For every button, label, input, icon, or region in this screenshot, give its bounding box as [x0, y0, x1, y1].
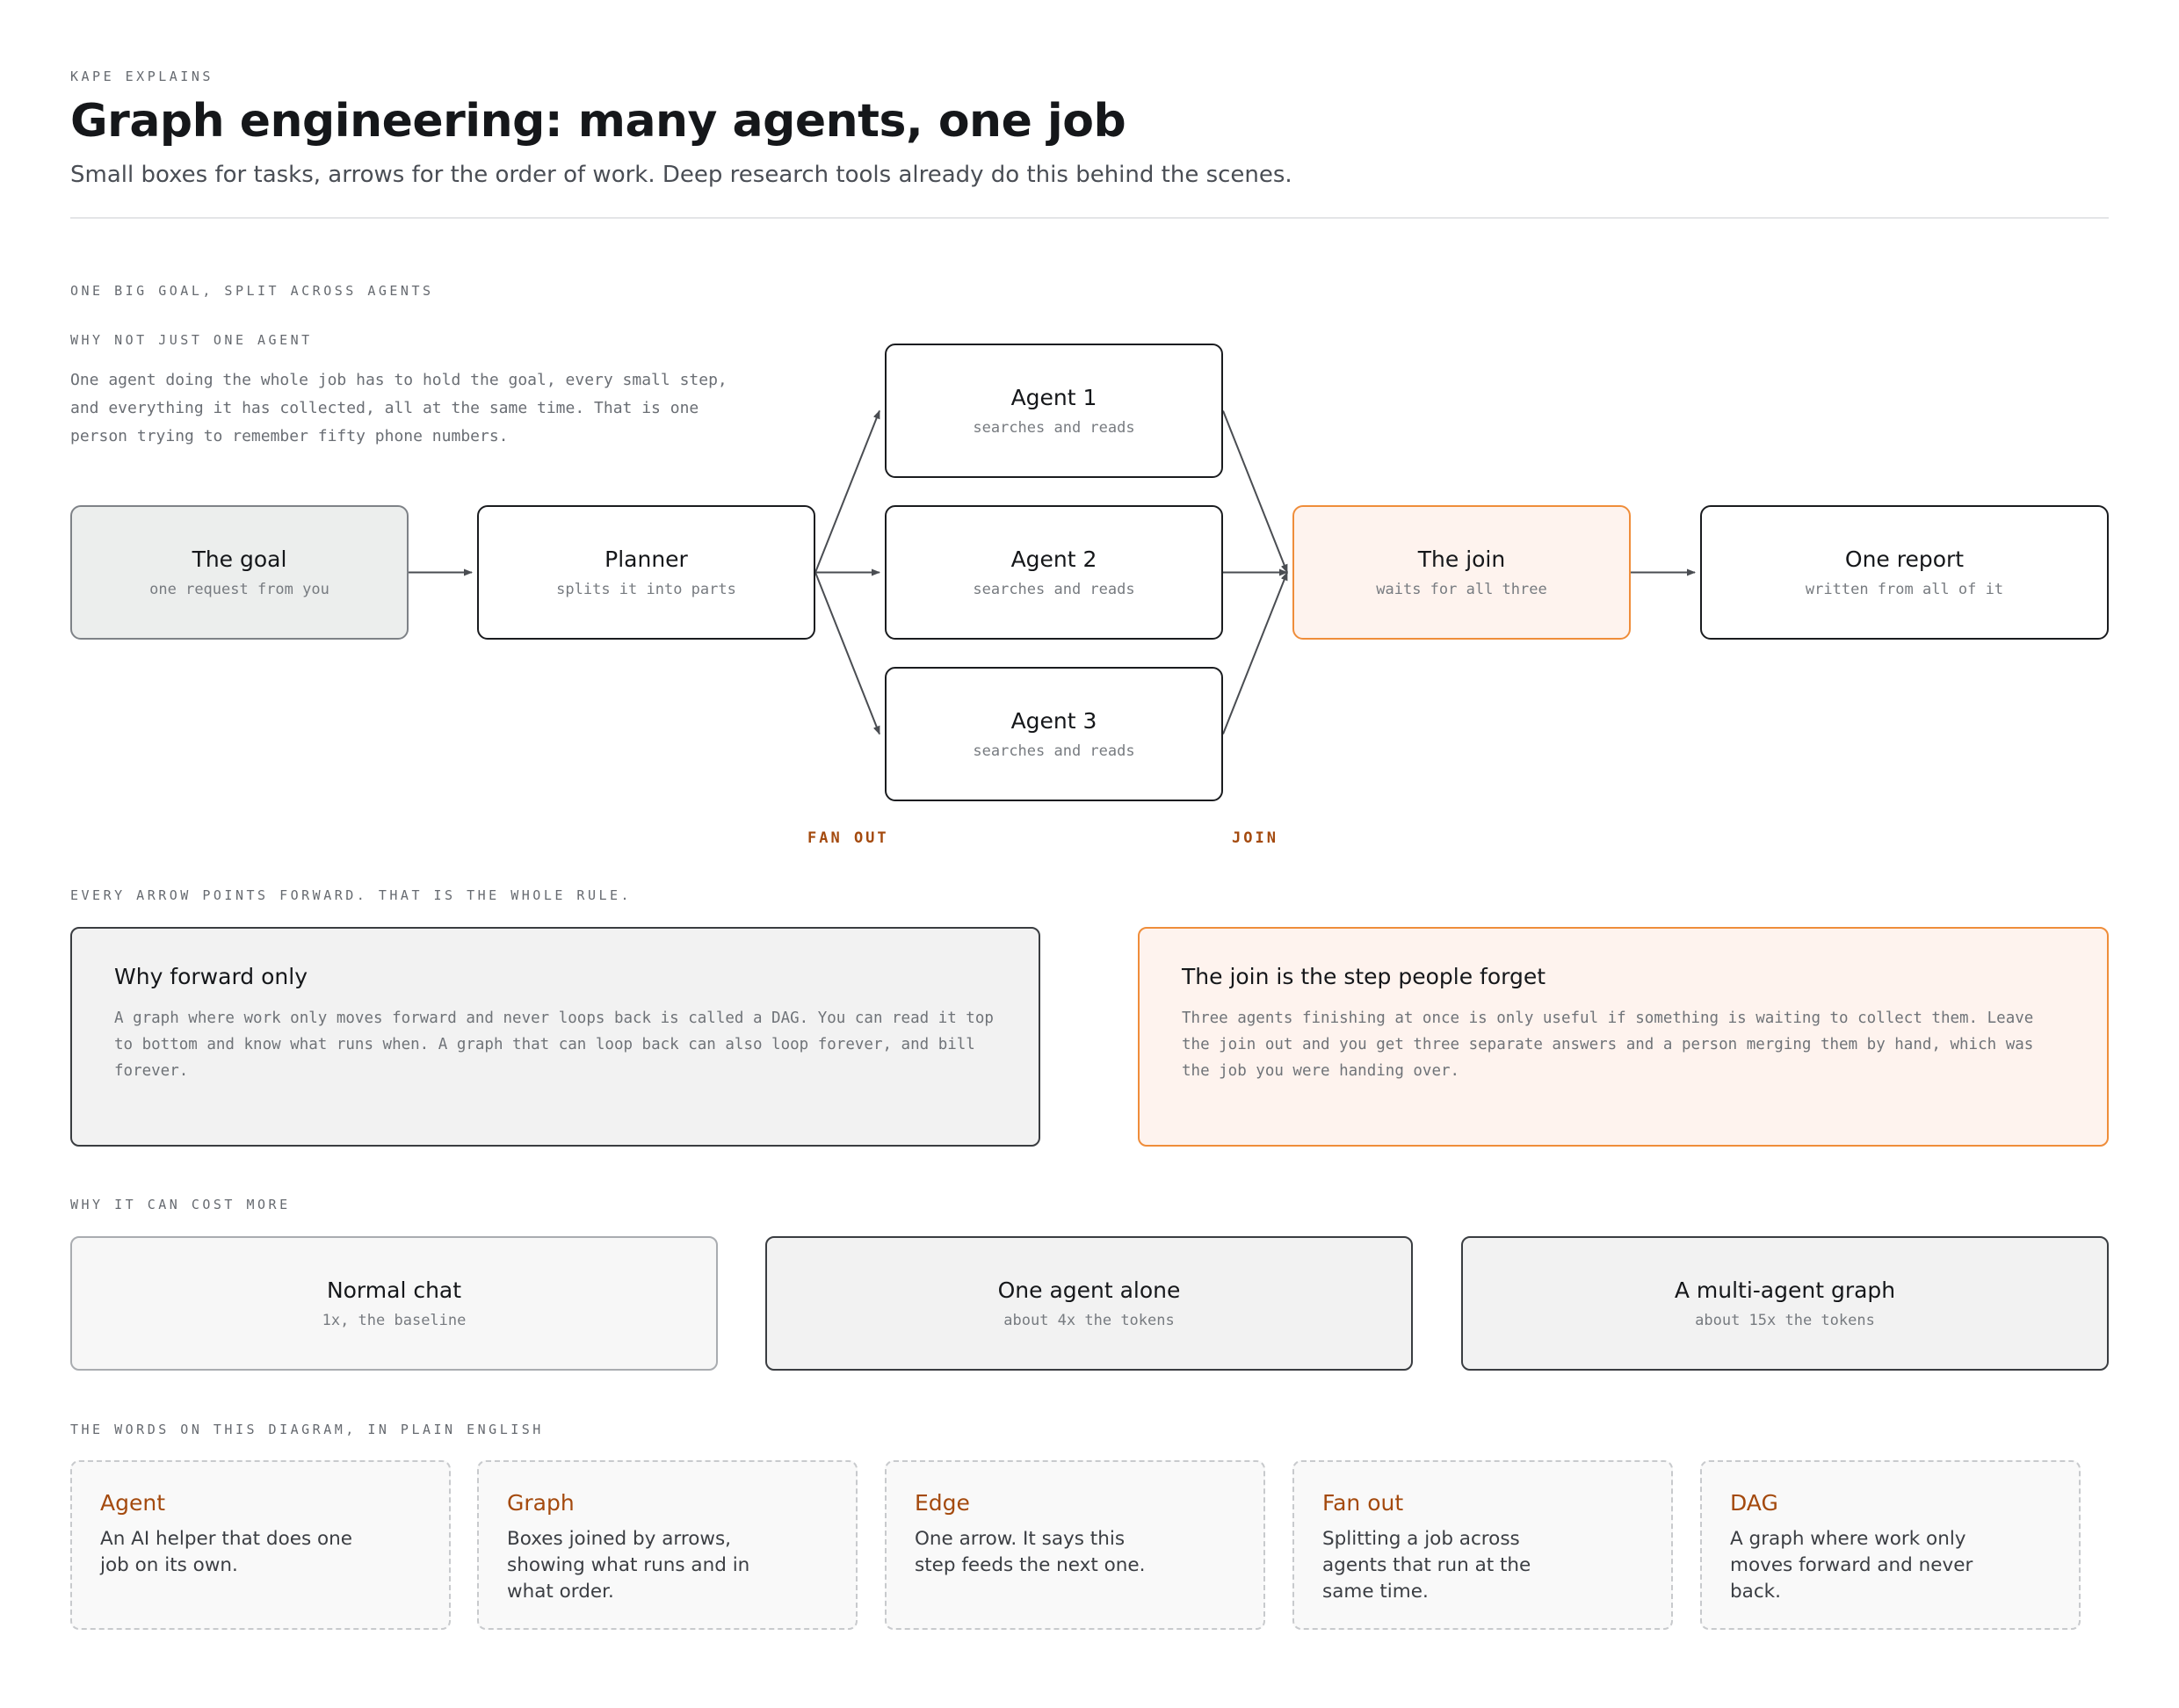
- edges-layer: [409, 409, 1696, 735]
- glossary-term-def: An AI helper that does one job on its ow…: [100, 1528, 352, 1576]
- node-report-sub: written from all of it: [1805, 581, 2004, 599]
- cost-card-title: One agent alone: [997, 1277, 1181, 1304]
- callout-forward-only-title: Why forward only: [114, 964, 308, 989]
- node-planner: Planner splits it into parts: [477, 505, 815, 640]
- cost-card-normal-chat: Normal chat 1x, the baseline: [70, 1236, 718, 1371]
- node-report: One report written from all of it: [1700, 505, 2109, 640]
- node-planner-title: Planner: [604, 546, 688, 573]
- node-join: The join waits for all three: [1292, 505, 1631, 640]
- callout-join: The join is the step people forget Three…: [1138, 927, 2109, 1147]
- page-subtitle: Small boxes for tasks, arrows for the or…: [70, 162, 1292, 188]
- glossary-term-title: Graph: [507, 1490, 575, 1516]
- glossary-term-title: Agent: [100, 1490, 165, 1516]
- node-planner-sub: splits it into parts: [556, 581, 736, 599]
- cost-card-title: Normal chat: [326, 1277, 462, 1304]
- node-goal: The goal one request from you: [70, 505, 409, 640]
- node-agent-3-title: Agent 3: [1010, 708, 1097, 735]
- node-goal-sub: one request from you: [149, 581, 329, 599]
- glossary-term-title: DAG: [1730, 1490, 1778, 1516]
- flow-section-label: ONE BIG GOAL, SPLIT ACROSS AGENTS: [70, 283, 434, 299]
- glossary-term-def: One arrow. It says this step feeds the n…: [915, 1528, 1146, 1576]
- header-divider: [70, 217, 2109, 219]
- edge-agent1-to-join: [1222, 410, 1288, 574]
- callout-forward-only-body: A graph where work only moves forward an…: [114, 1010, 994, 1080]
- glossary-term-def: Boxes joined by arrows, showing what run…: [507, 1528, 750, 1603]
- fan-out-label: FAN OUT: [807, 829, 889, 847]
- glossary-term-def: A graph where work only moves forward an…: [1730, 1528, 1973, 1603]
- callout-join-body: Three agents finishing at once is only u…: [1182, 1010, 2034, 1080]
- why-text: One agent doing the whole job has to hol…: [70, 371, 728, 445]
- node-agent-3: Agent 3 searches and reads: [885, 667, 1223, 801]
- cost-card-sub: 1x, the baseline: [322, 1312, 467, 1330]
- glossary-term-title: Fan out: [1322, 1490, 1404, 1516]
- glossary-term-fan-out: Fan out Splitting a job across agents th…: [1292, 1460, 1673, 1630]
- glossary-term-dag: DAG A graph where work only moves forwar…: [1700, 1460, 2081, 1630]
- glossary-section-label: THE WORDS ON THIS DIAGRAM, IN PLAIN ENGL…: [70, 1422, 544, 1437]
- edge-agent3-to-join: [1222, 571, 1288, 735]
- cost-card-sub: about 15x the tokens: [1695, 1312, 1875, 1330]
- cost-card-one-agent: One agent alone about 4x the tokens: [765, 1236, 1413, 1371]
- page-title: Graph engineering: many agents, one job: [70, 95, 1126, 148]
- edge-planner-to-agent3: [814, 572, 880, 735]
- glossary-term-def: Splitting a job across agents that run a…: [1322, 1528, 1531, 1603]
- why-label: WHY NOT JUST ONE AGENT: [70, 332, 313, 348]
- glossary-term-edge: Edge One arrow. It says this step feeds …: [885, 1460, 1265, 1630]
- node-agent-2-title: Agent 2: [1010, 546, 1097, 573]
- cost-card-multi-agent: A multi-agent graph about 15x the tokens: [1461, 1236, 2109, 1371]
- cost-section-label: WHY IT CAN COST MORE: [70, 1197, 291, 1212]
- glossary-term-title: Edge: [915, 1490, 970, 1516]
- node-report-title: One report: [1844, 546, 1965, 573]
- callout-forward-only: Why forward only A graph where work only…: [70, 927, 1040, 1147]
- node-agent-1-sub: searches and reads: [973, 419, 1135, 438]
- join-label: JOIN: [1232, 829, 1278, 847]
- forward-section-label: EVERY ARROW POINTS FORWARD. THAT IS THE …: [70, 887, 633, 903]
- cost-card-sub: about 4x the tokens: [1003, 1312, 1175, 1330]
- node-join-sub: waits for all three: [1376, 581, 1547, 599]
- edge-planner-to-agent1: [814, 409, 880, 573]
- node-join-title: The join: [1417, 546, 1506, 573]
- node-agent-3-sub: searches and reads: [973, 742, 1135, 761]
- glossary-term-agent: Agent An AI helper that does one job on …: [70, 1460, 451, 1630]
- eyebrow: KAPE EXPLAINS: [70, 69, 214, 84]
- node-agent-2-sub: searches and reads: [973, 581, 1135, 599]
- glossary-term-graph: Graph Boxes joined by arrows, showing wh…: [477, 1460, 858, 1630]
- node-agent-1: Agent 1 searches and reads: [885, 344, 1223, 478]
- callout-join-title: The join is the step people forget: [1182, 964, 1546, 989]
- node-goal-title: The goal: [192, 546, 287, 573]
- node-agent-1-title: Agent 1: [1010, 385, 1097, 411]
- node-agent-2: Agent 2 searches and reads: [885, 505, 1223, 640]
- cost-card-title: A multi-agent graph: [1674, 1277, 1896, 1304]
